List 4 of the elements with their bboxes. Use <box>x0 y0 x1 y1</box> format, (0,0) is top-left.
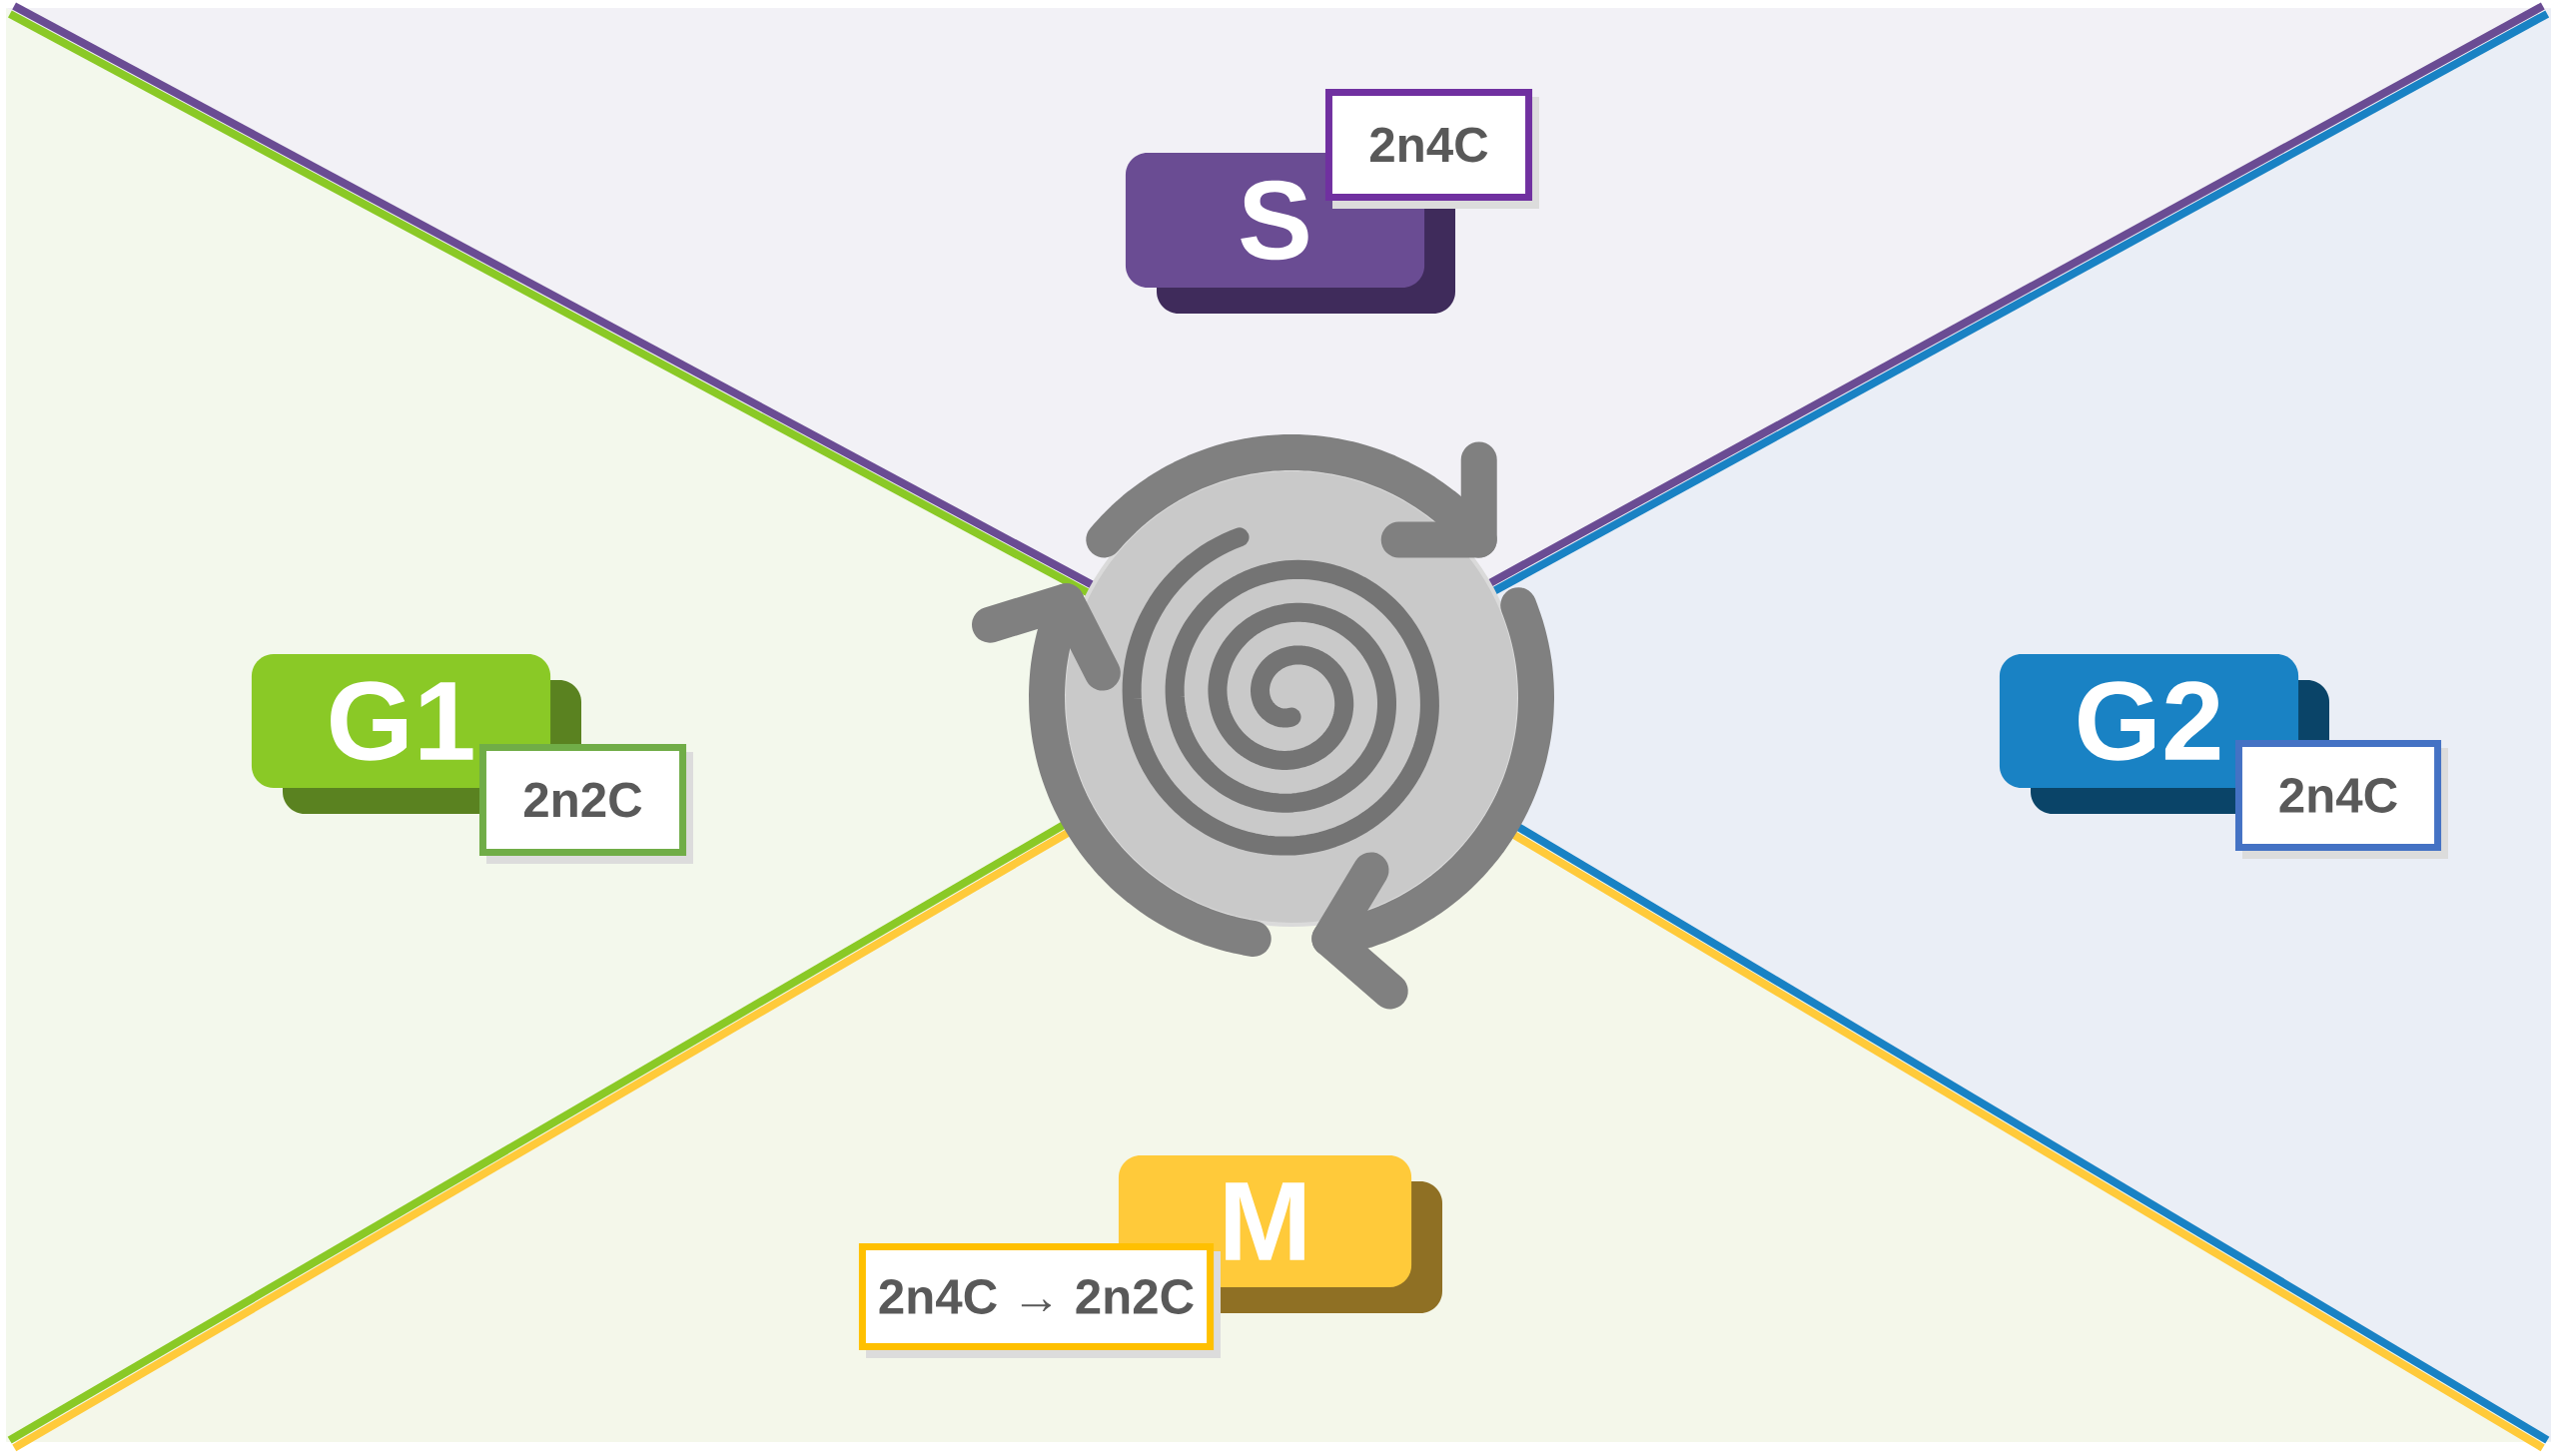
label-box: 2n4C <box>2234 739 2449 859</box>
label-box: 2n2C <box>478 744 693 864</box>
label-box: 2n4C → 2n2C <box>858 1242 1221 1358</box>
label-box: 2n4C <box>1324 89 1539 209</box>
